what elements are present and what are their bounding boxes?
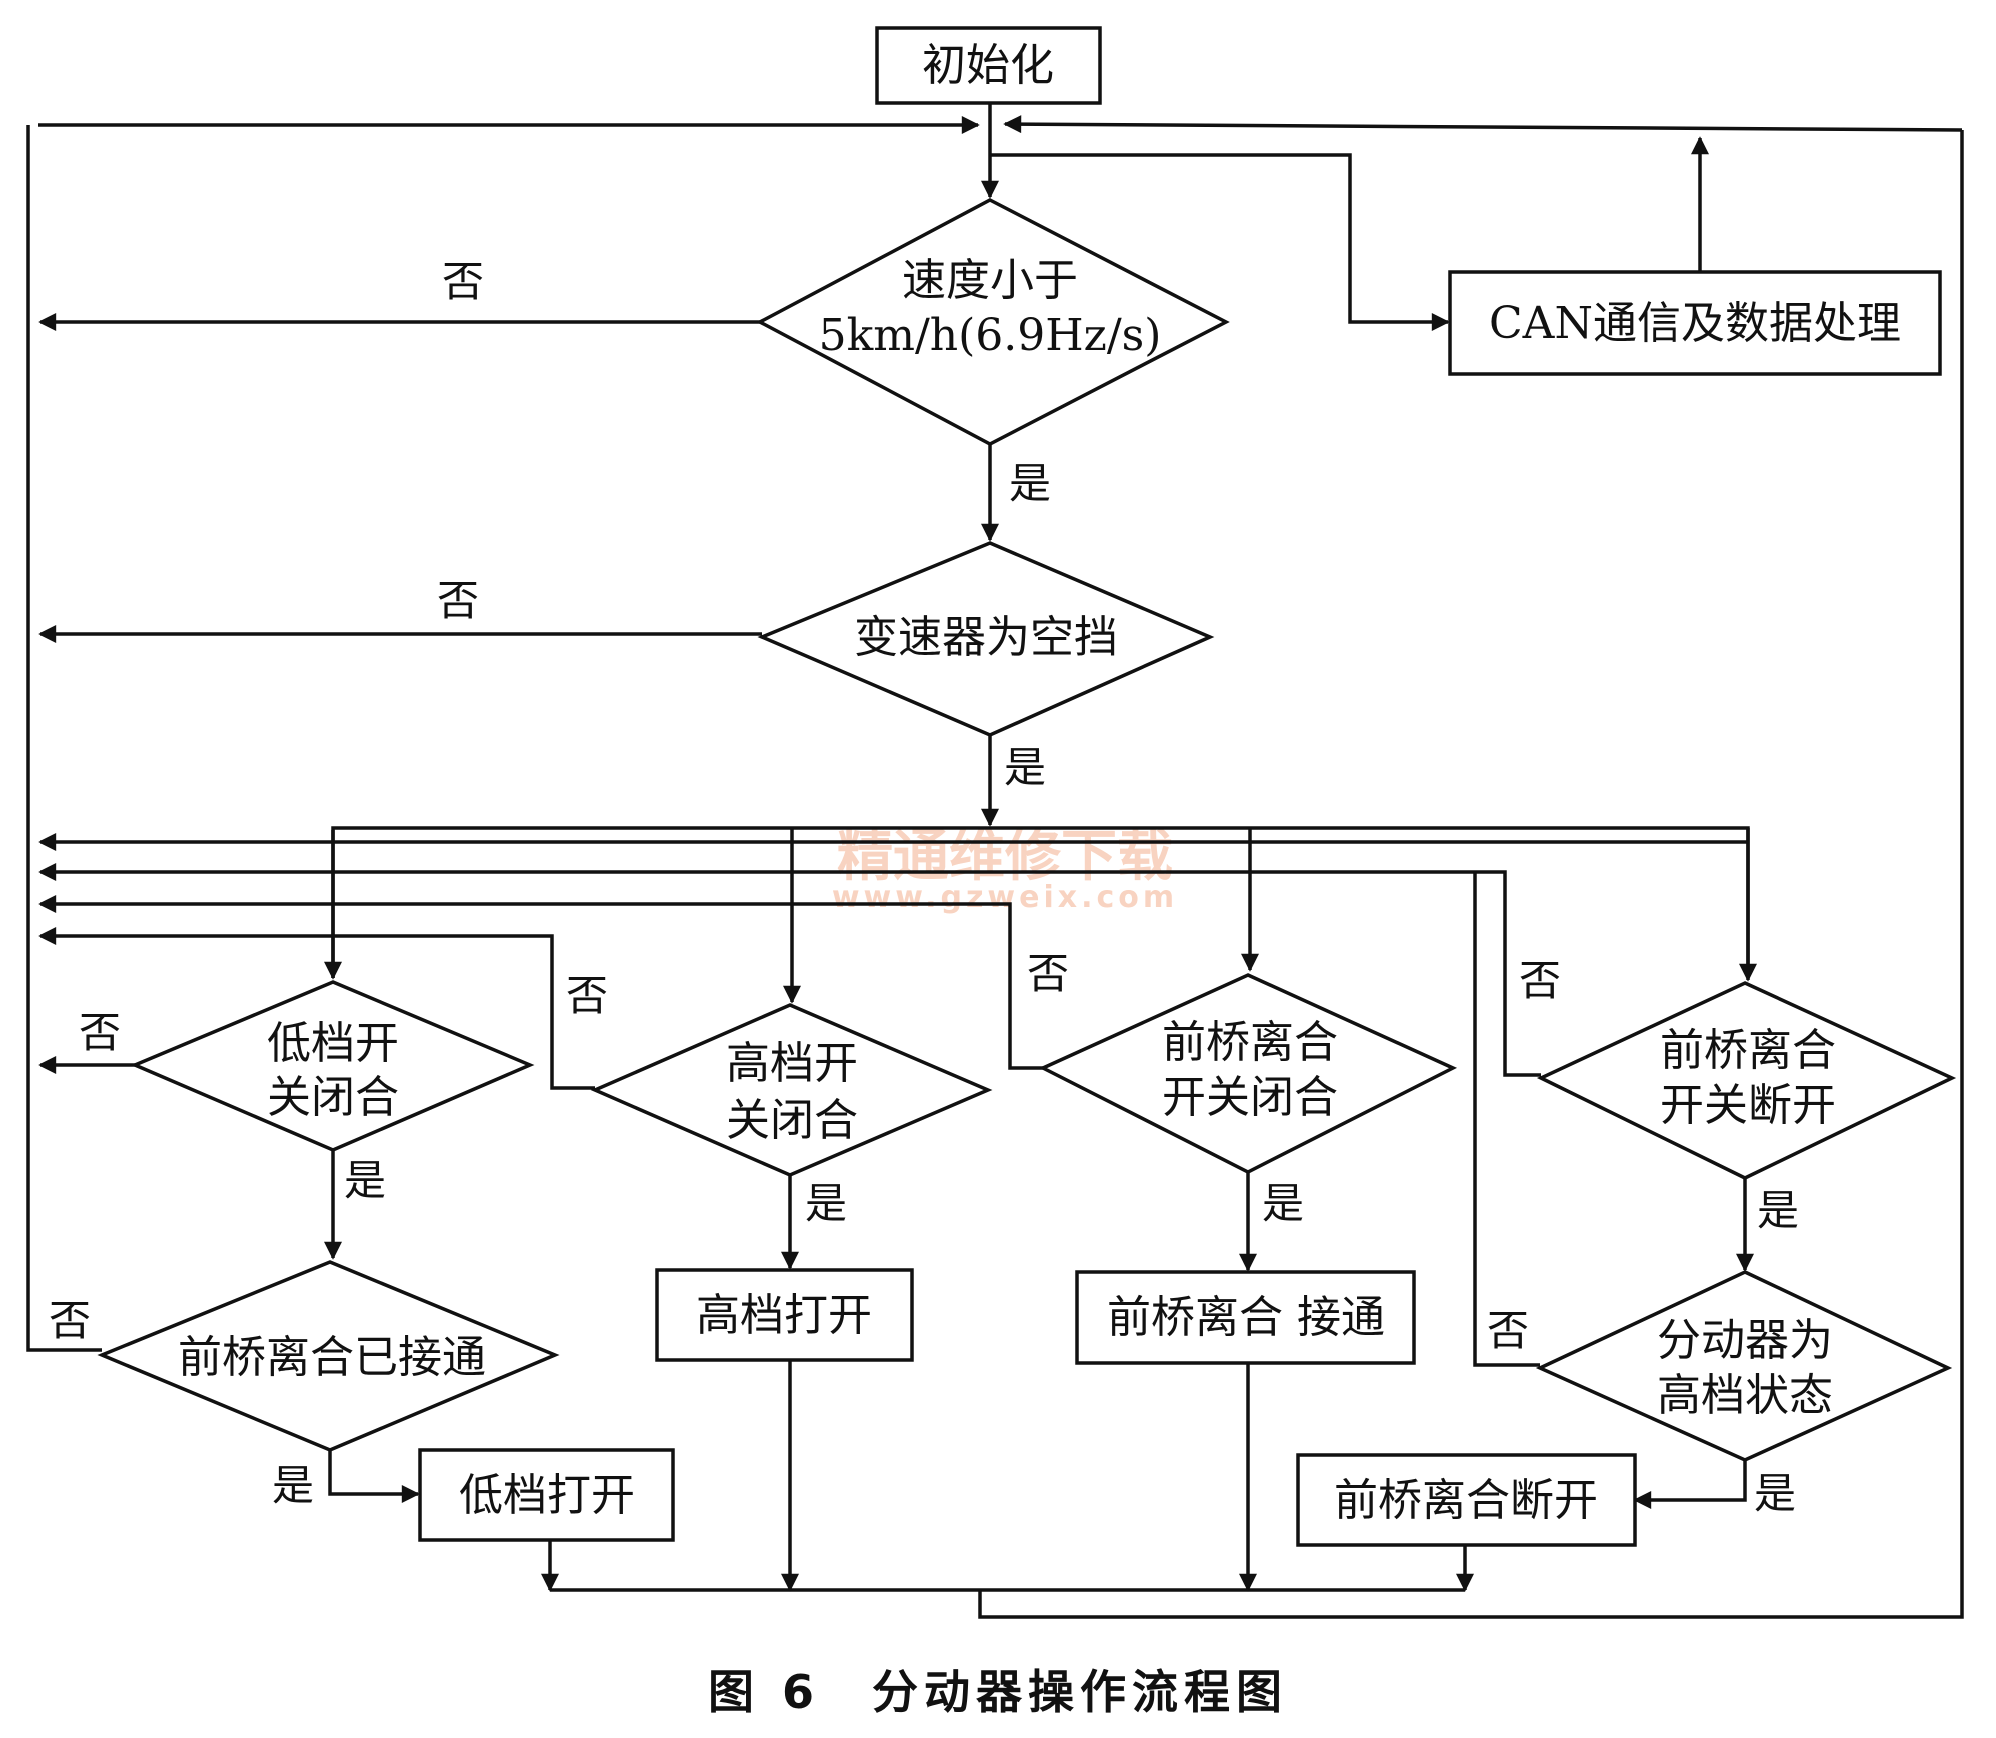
label-neutral-yes: 是 [1004, 743, 1046, 792]
connectors [26, 103, 1964, 1619]
low-switch-diamond [130, 980, 535, 1152]
edge-left-rail [26, 125, 102, 1352]
node-init: 初始化 [875, 26, 1102, 105]
figure-caption: 图 6 分动器操作流程图 [708, 1665, 1288, 1719]
init-label: 初始化 [922, 40, 1054, 91]
front-closed-line-2: 开关闭合 [1162, 1072, 1338, 1123]
node-low-open: 低档打开 [418, 1448, 675, 1542]
high-switch-line-2: 关闭合 [726, 1095, 858, 1146]
label-low-yes: 是 [344, 1156, 386, 1205]
low-open-box [418, 1448, 675, 1542]
high-switch-diamond [590, 1003, 993, 1177]
high-open-box [655, 1268, 914, 1362]
edge-labels: 否 是 否 是 否 否 否 否 是 是 是 是 否 是 否 是 [49, 257, 1799, 1518]
label-neutral-no: 否 [437, 576, 479, 625]
front-engaged-label: 前桥离合已接通 [178, 1332, 486, 1383]
front-open-line-2: 开关断开 [1660, 1080, 1836, 1131]
edge-right-return [1003, 115, 1963, 134]
edge-front-open-no [38, 863, 1541, 1077]
front-engaged-diamond [97, 1260, 560, 1452]
watermark-text: 精通维修下载 [837, 824, 1173, 889]
front-connect-box [1075, 1270, 1416, 1365]
label-high-yes: 是 [805, 1179, 847, 1228]
watermark: 精通维修下载 www.gzweix.com [832, 824, 1178, 915]
label-low-no: 否 [79, 1008, 121, 1057]
front-closed-line-1: 前桥离合 [1162, 1017, 1338, 1068]
edge-to-can [990, 153, 1450, 331]
transfer-high-line-1: 分动器为 [1657, 1315, 1833, 1366]
label-transfer-yes: 是 [1754, 1469, 1796, 1518]
speed-label-line-1: 速度小于 [902, 255, 1078, 306]
neutral-diamond [757, 541, 1215, 737]
edge-front-closed-no [38, 895, 1043, 1070]
label-high-no: 否 [566, 971, 608, 1020]
high-switch-line-1: 高档开 [726, 1038, 858, 1089]
can-label: CAN通信及数据处理 [1489, 298, 1901, 349]
label-front-engaged-yes: 是 [272, 1461, 314, 1510]
node-low-switch: 低档开 关闭合 [130, 980, 535, 1152]
label-speed-no: 否 [442, 257, 484, 306]
label-front-closed-yes: 是 [1262, 1179, 1304, 1228]
front-disconnect-label: 前桥离合断开 [1334, 1475, 1598, 1526]
node-front-connect: 前桥离合 接通 [1075, 1270, 1416, 1365]
can-box [1448, 270, 1942, 376]
label-front-engaged-no: 否 [49, 1296, 91, 1345]
init-box [875, 26, 1102, 105]
node-transfer-high-check: 分动器为 高档状态 [1535, 1270, 1953, 1462]
edge-front-engaged-yes [328, 1450, 420, 1503]
edge-transfer-no [1473, 872, 1540, 1367]
node-speed-check: 速度小于 5km/h(6.9Hz/s) [756, 198, 1230, 446]
label-front-open-no: 否 [1519, 956, 1561, 1005]
low-switch-line-2: 关闭合 [267, 1072, 399, 1123]
front-open-diamond [1536, 981, 1957, 1180]
node-high-open: 高档打开 [655, 1268, 914, 1362]
edge-high-no [38, 927, 595, 1090]
front-closed-diamond [1038, 973, 1458, 1174]
node-front-disconnect: 前桥离合断开 [1296, 1453, 1637, 1547]
label-front-closed-no: 否 [1027, 949, 1069, 998]
edge-return-loop [978, 130, 1964, 1619]
node-neutral-check: 变速器为空挡 [757, 541, 1215, 737]
label-front-open-yes: 是 [1757, 1186, 1799, 1235]
front-disconnect-box [1296, 1453, 1637, 1547]
transfer-high-line-2: 高档状态 [1657, 1370, 1833, 1421]
front-open-line-1: 前桥离合 [1660, 1025, 1836, 1076]
node-high-switch: 高档开 关闭合 [590, 1003, 993, 1177]
node-front-open: 前桥离合 开关断开 [1536, 981, 1957, 1180]
node-front-closed: 前桥离合 开关闭合 [1038, 973, 1458, 1174]
transfer-high-diamond [1535, 1270, 1953, 1462]
low-switch-line-1: 低档开 [267, 1018, 399, 1069]
neutral-label: 变速器为空挡 [854, 612, 1118, 663]
front-connect-label: 前桥离合 接通 [1107, 1292, 1385, 1343]
low-open-label: 低档打开 [459, 1470, 635, 1521]
label-transfer-no: 否 [1487, 1306, 1529, 1355]
high-open-label: 高档打开 [696, 1290, 872, 1341]
node-can: CAN通信及数据处理 [1448, 270, 1942, 376]
watermark-url: www.gzweix.com [832, 880, 1178, 915]
edge-transfer-yes [1633, 1460, 1747, 1509]
label-speed-yes: 是 [1009, 459, 1051, 508]
speed-diamond [756, 198, 1230, 446]
speed-label-line-2: 5km/h(6.9Hz/s) [819, 310, 1162, 361]
node-front-engaged-check: 前桥离合已接通 [97, 1260, 560, 1452]
